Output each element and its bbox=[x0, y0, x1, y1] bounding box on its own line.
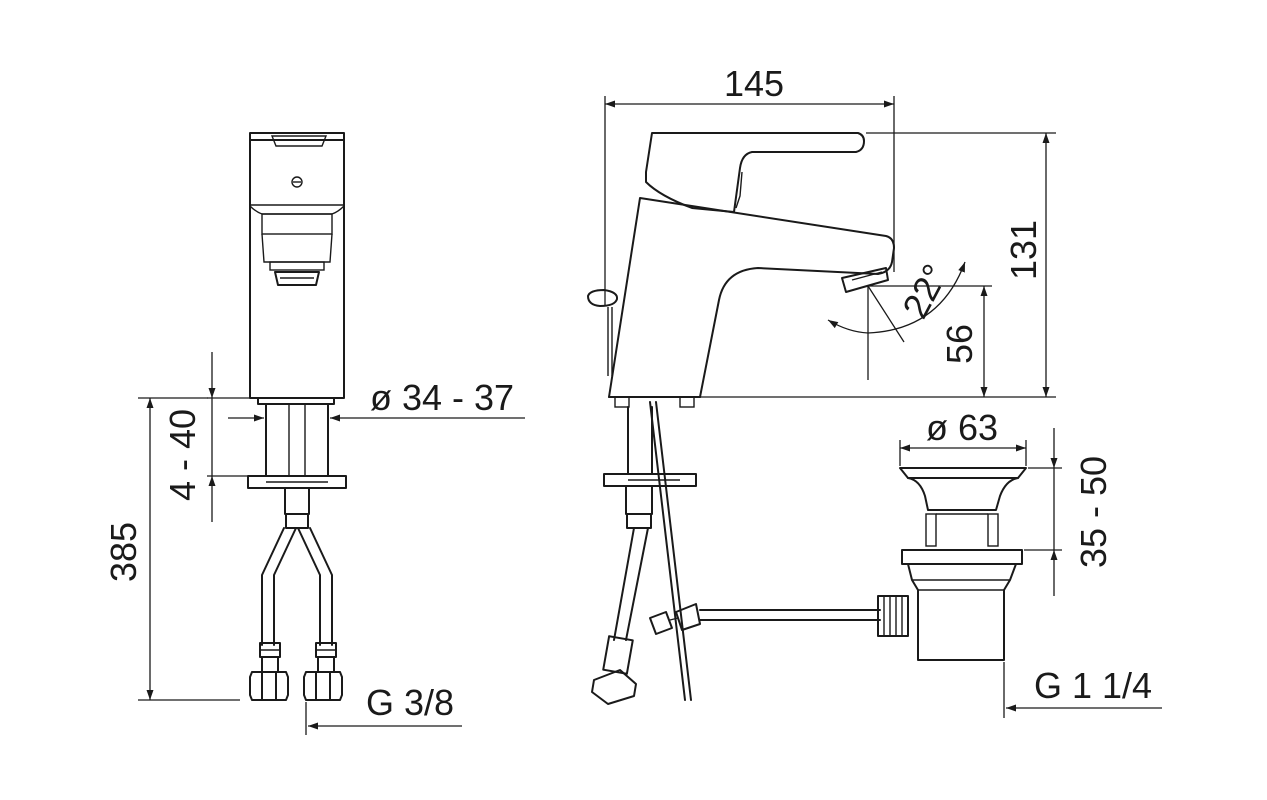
front-dimensions bbox=[138, 352, 525, 735]
pop-up-knob bbox=[587, 289, 619, 307]
label-drain-thickness: 35 - 50 bbox=[1073, 456, 1114, 568]
side-lever bbox=[645, 132, 865, 213]
label-drain-thread: G 1 1/4 bbox=[1034, 665, 1152, 706]
front-lever-top bbox=[249, 132, 345, 141]
label-angle: 22° bbox=[894, 257, 956, 324]
label-56: 56 bbox=[939, 324, 980, 364]
label-deck-thickness: 4 - 40 bbox=[162, 409, 203, 501]
front-hose-left bbox=[261, 527, 285, 646]
drain-assembly bbox=[877, 467, 1027, 661]
hose-nut-left bbox=[249, 671, 289, 701]
label-body-diameter: ø 34 - 37 bbox=[370, 377, 514, 418]
side-dimensions bbox=[604, 96, 1162, 718]
front-body bbox=[249, 139, 345, 399]
side-body bbox=[608, 197, 895, 398]
drain-flange bbox=[899, 467, 1027, 479]
label-drain-diameter: ø 63 bbox=[926, 407, 998, 448]
hose-nut-right bbox=[303, 671, 343, 701]
faucet-front-view bbox=[247, 132, 347, 701]
label-hose-thread: G 3/8 bbox=[366, 682, 454, 723]
drain-body bbox=[907, 563, 1017, 661]
label-145: 145 bbox=[724, 63, 784, 104]
label-131: 131 bbox=[1003, 220, 1044, 280]
front-hose-right bbox=[297, 527, 321, 646]
side-hose bbox=[613, 527, 635, 641]
faucet-side-view bbox=[587, 132, 895, 705]
label-hose-length: 385 bbox=[103, 522, 144, 582]
drain-side-connector bbox=[877, 595, 909, 637]
